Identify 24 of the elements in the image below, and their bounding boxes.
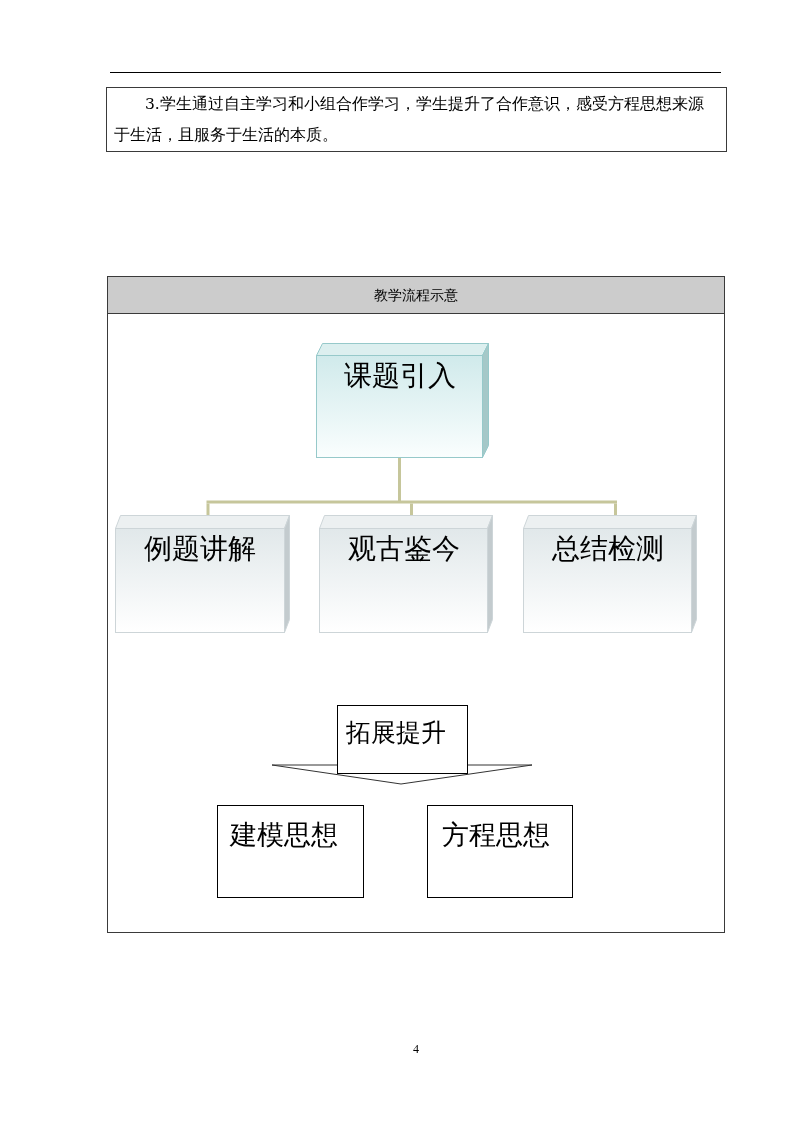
process-box bbox=[427, 805, 573, 898]
objective-text: 3.学生通过自主学习和小组合作学习，学生提升了合作意识，感受方程思想来源于生活，且服务于生活的本质。 bbox=[113, 94, 705, 146]
raised-box bbox=[115, 515, 290, 633]
raised-box bbox=[316, 343, 489, 458]
raised-box bbox=[523, 515, 697, 633]
box-label: 建模思想 bbox=[230, 819, 338, 852]
process-box bbox=[217, 805, 364, 898]
box-label: 总结检测 bbox=[551, 532, 664, 566]
connector-line bbox=[205, 456, 619, 504]
text-frame bbox=[106, 87, 727, 152]
connector-line bbox=[206, 503, 210, 515]
connector-line bbox=[410, 503, 413, 515]
process-box bbox=[337, 705, 468, 774]
box-label: 方程思想 bbox=[442, 819, 550, 852]
page-number: 4 bbox=[412, 1042, 420, 1057]
panel-title: 教学流程示意 bbox=[374, 286, 458, 304]
box-label: 观古鉴今 bbox=[347, 532, 460, 566]
downward-triangle bbox=[271, 764, 533, 785]
box-label: 例题讲解 bbox=[144, 532, 256, 566]
raised-box bbox=[319, 515, 493, 633]
connector-line bbox=[614, 503, 617, 515]
flow-panel bbox=[107, 276, 725, 933]
box-label: 课题引入 bbox=[343, 359, 456, 393]
box-label: 拓展提升 bbox=[346, 718, 446, 748]
